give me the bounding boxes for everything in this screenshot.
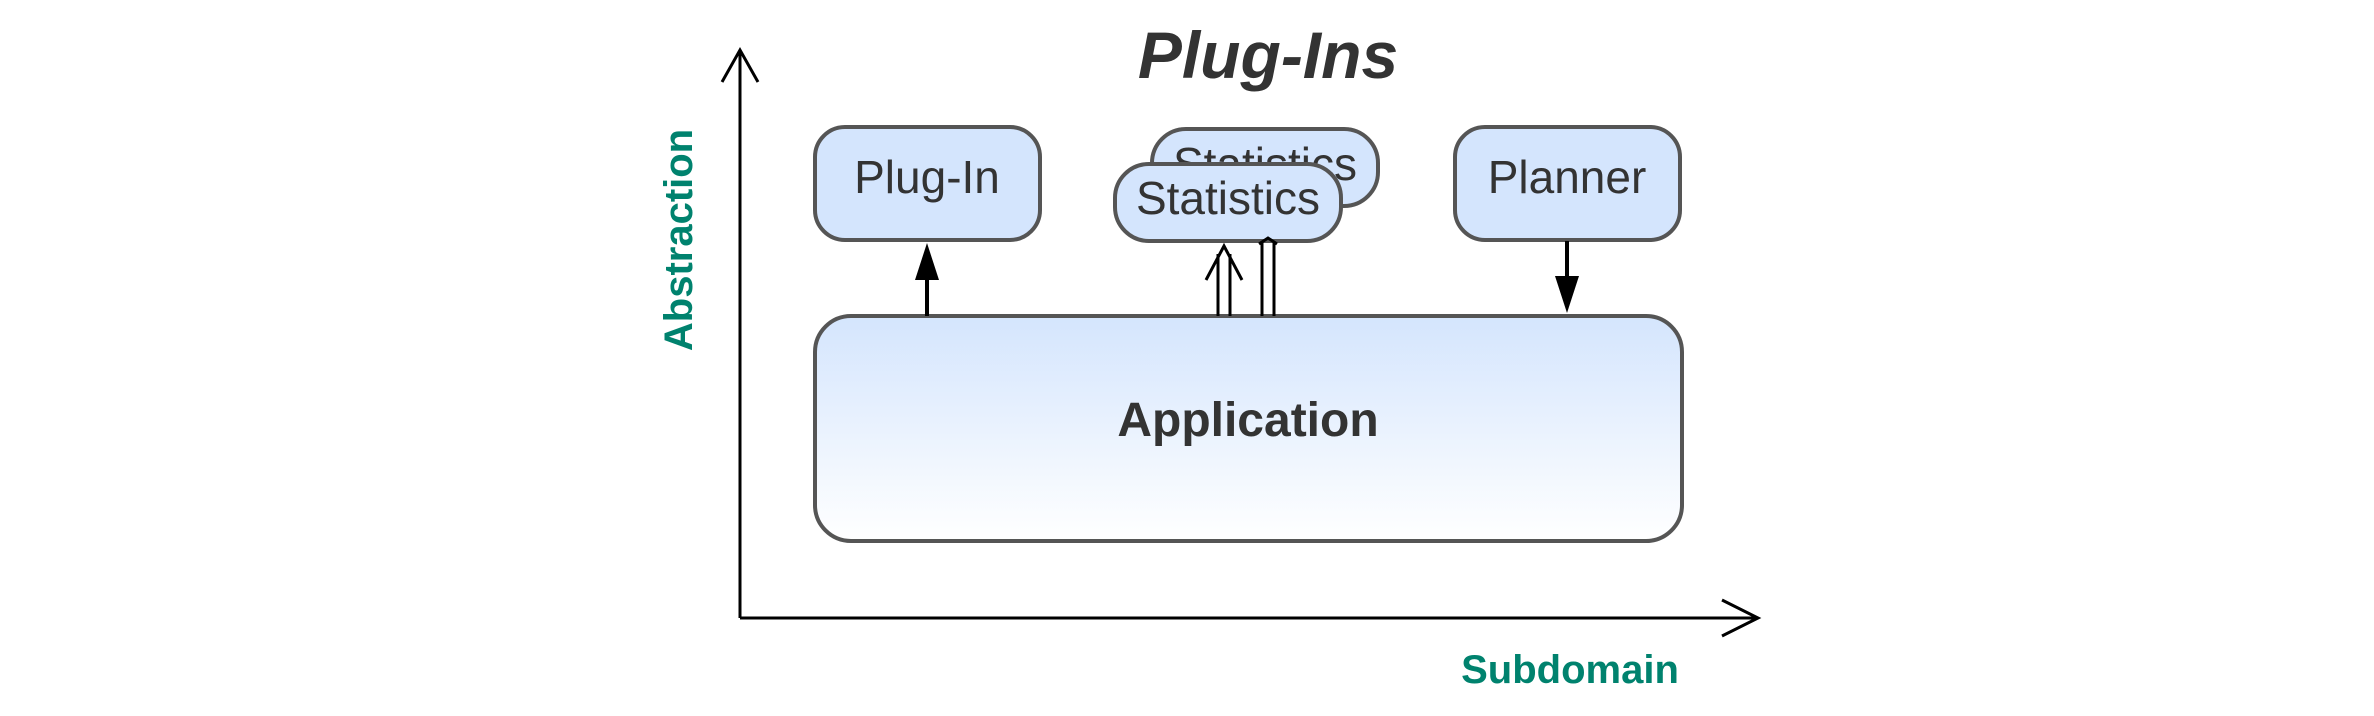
plugin-label: Plug-In: [854, 151, 1000, 203]
application-label: Application: [1117, 394, 1378, 447]
x-axis-label: Subdomain: [1461, 648, 1679, 692]
plugin-box: [813, 125, 1042, 242]
y-axis-arrowhead: [720, 46, 760, 83]
x-axis-arrowhead: [1721, 598, 1762, 638]
statistics-front-box: [1113, 162, 1343, 243]
planner-label: Planner: [1488, 151, 1647, 203]
diagram-title: Plug-Ins: [1138, 18, 1398, 92]
axes: [720, 46, 1762, 638]
statistics-front-label: Statistics: [1136, 172, 1320, 224]
arrow-application-to-statistics-front: [1204, 242, 1244, 316]
arrow-application-to-plugin: [915, 243, 939, 316]
y-axis-label: Abstraction: [657, 129, 701, 351]
arrow-application-to-statistics-back: [1258, 236, 1278, 316]
planner-box: [1453, 125, 1682, 242]
arrow-planner-to-application: [1555, 241, 1579, 313]
application-box: [813, 314, 1684, 543]
